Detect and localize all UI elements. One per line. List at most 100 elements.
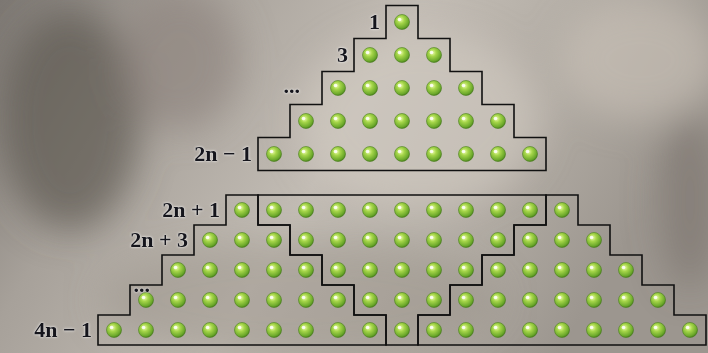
green-dot (459, 263, 474, 278)
dot-highlight (110, 326, 114, 330)
green-dot (203, 263, 218, 278)
dot-highlight (206, 236, 210, 240)
dot-highlight (238, 296, 242, 300)
dot-highlight (366, 150, 370, 154)
green-dot (491, 203, 506, 218)
dot-highlight (270, 150, 274, 154)
dot-highlight (526, 266, 530, 270)
dot-highlight (366, 326, 370, 330)
dot-highlight (430, 266, 434, 270)
green-dot (555, 203, 570, 218)
green-dot (555, 293, 570, 308)
dot-highlight (334, 117, 338, 121)
green-dot (331, 203, 346, 218)
dot-highlight (398, 296, 402, 300)
dot-highlight (238, 266, 242, 270)
green-dot (523, 293, 538, 308)
dot-highlight (430, 51, 434, 55)
row-label: 2n − 1 (194, 141, 252, 167)
green-dot (331, 114, 346, 129)
dot-highlight (366, 266, 370, 270)
green-dot (587, 293, 602, 308)
green-dot (619, 263, 634, 278)
left-staircase (98, 195, 386, 345)
dot-highlight (494, 266, 498, 270)
green-dot (427, 114, 442, 129)
dot-highlight (398, 326, 402, 330)
green-dot (139, 323, 154, 338)
dot-highlight (526, 326, 530, 330)
dot-highlight (270, 296, 274, 300)
green-dot (459, 147, 474, 162)
top-staircase (258, 6, 546, 171)
green-dot (491, 263, 506, 278)
green-dot (459, 233, 474, 248)
green-dot (427, 263, 442, 278)
green-dot (587, 233, 602, 248)
dot-highlight (334, 266, 338, 270)
green-dot (363, 81, 378, 96)
row-label: ... (134, 272, 151, 298)
dot-highlight (206, 296, 210, 300)
green-dot (555, 323, 570, 338)
green-dot (395, 48, 410, 63)
green-dot (651, 323, 666, 338)
green-dot (299, 203, 314, 218)
dot-highlight (206, 326, 210, 330)
green-dot (427, 48, 442, 63)
green-dot (491, 147, 506, 162)
row-label: 4n − 1 (34, 317, 92, 343)
dot-highlight (366, 117, 370, 121)
dot-highlight (654, 326, 658, 330)
dot-highlight (174, 326, 178, 330)
green-dot (331, 81, 346, 96)
dot-highlight (622, 266, 626, 270)
green-dot (395, 233, 410, 248)
dot-highlight (494, 117, 498, 121)
dot-highlight (398, 206, 402, 210)
green-dot (299, 323, 314, 338)
dot-highlight (526, 206, 530, 210)
right-staircase (418, 195, 706, 345)
dot-highlight (590, 266, 594, 270)
green-dot (427, 203, 442, 218)
green-dot (523, 203, 538, 218)
dot-highlight (334, 236, 338, 240)
green-dot (459, 323, 474, 338)
green-dot (107, 323, 122, 338)
green-dot (683, 323, 698, 338)
green-dot (363, 203, 378, 218)
dot-highlight (526, 150, 530, 154)
dot-highlight (558, 266, 562, 270)
green-dot (171, 293, 186, 308)
dot-highlight (462, 266, 466, 270)
dot-highlight (462, 296, 466, 300)
green-dot (235, 233, 250, 248)
dot-highlight (494, 236, 498, 240)
green-dot (267, 293, 282, 308)
green-dot (555, 263, 570, 278)
green-dot (491, 293, 506, 308)
dot-highlight (302, 206, 306, 210)
dot-highlight (270, 206, 274, 210)
dot-highlight (430, 84, 434, 88)
dot-highlight (462, 150, 466, 154)
dot-highlight (206, 266, 210, 270)
dot-highlight (430, 296, 434, 300)
dot-highlight (558, 326, 562, 330)
dot-highlight (302, 266, 306, 270)
green-dot (459, 114, 474, 129)
dot-highlight (686, 326, 690, 330)
dot-highlight (430, 236, 434, 240)
green-dot (331, 293, 346, 308)
green-dot (619, 323, 634, 338)
green-dot (331, 147, 346, 162)
dot-highlight (398, 84, 402, 88)
dot-highlight (270, 236, 274, 240)
green-dot (491, 323, 506, 338)
green-dot (235, 293, 250, 308)
dot-highlight (334, 296, 338, 300)
green-dot (395, 114, 410, 129)
green-dot (363, 323, 378, 338)
